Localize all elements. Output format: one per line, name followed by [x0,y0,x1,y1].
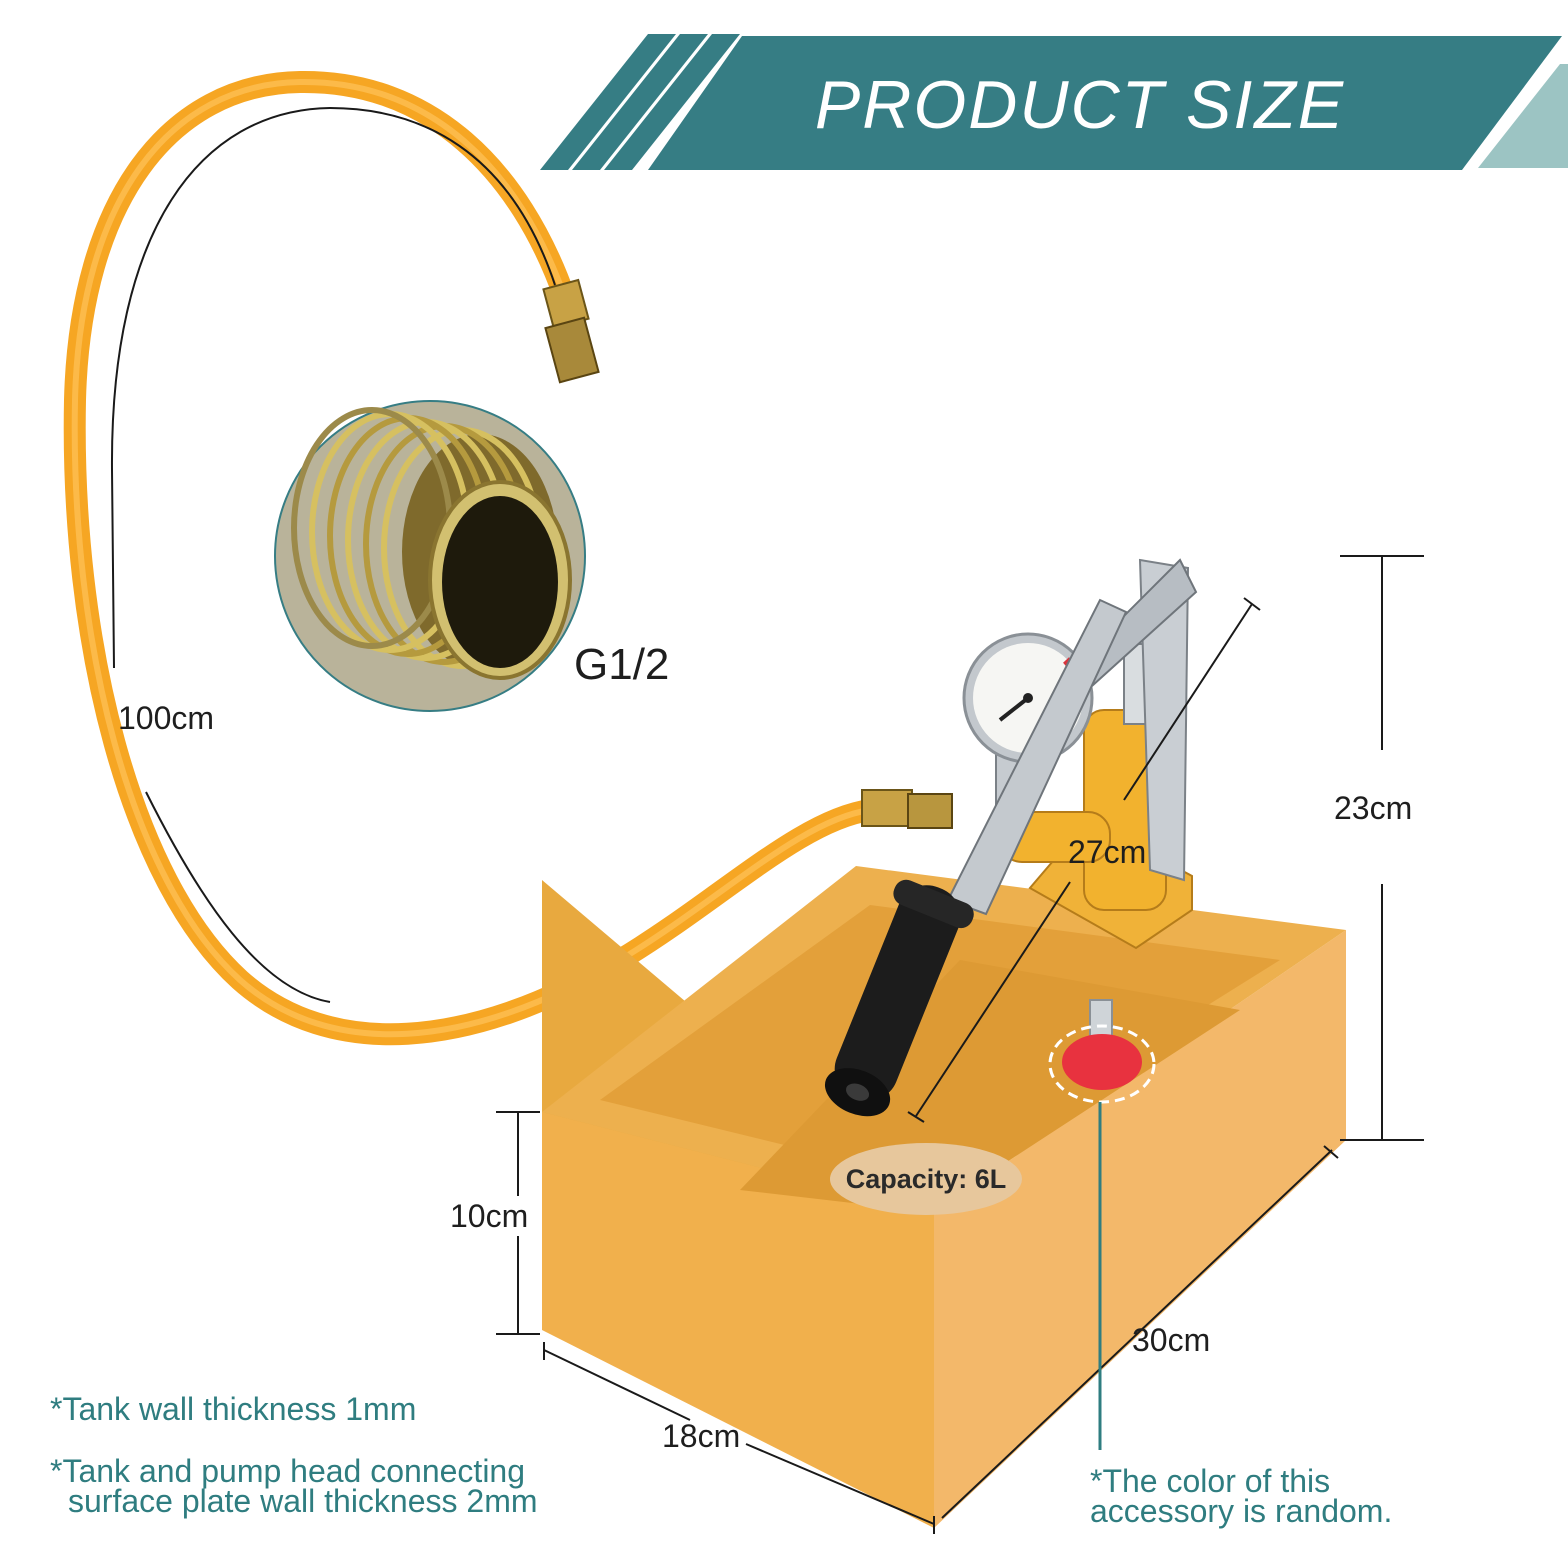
thread-detail [274,400,586,712]
dim-27-tick [1243,597,1261,611]
tank-width-label: 18cm [662,1418,741,1454]
page-title: PRODUCT SIZE [814,67,1346,143]
capacity-badge: Capacity: 6L [830,1143,1022,1215]
thread-rings [291,407,572,680]
dim-18-line [543,1349,691,1421]
dim-30-tick [1323,1145,1339,1159]
tank [542,866,1346,1528]
knob-highlight-ring [1048,1024,1156,1104]
dimension-lines [496,555,1424,1534]
tank-height-label: 10cm [450,1198,529,1234]
accessory-note-line1: *The color of this [1090,1463,1331,1499]
hose-fitting [861,789,913,827]
banner-stripe [540,34,676,170]
tank-side-wall [934,930,1346,1528]
hose-length-label: 100cm [118,700,215,736]
tank-floor [740,960,1240,1212]
gauge-needle [998,696,1030,722]
tank-length-label: 30cm [1132,1322,1211,1358]
banner-accent [1478,64,1568,168]
dim-27-line [1123,603,1253,801]
banner-stripe [604,34,740,170]
plate-thickness-note-line2: surface plate wall thickness 2mm [68,1483,538,1519]
tank-front-wall [542,1112,934,1528]
banner-bar [648,36,1562,170]
header-banner [540,34,1568,170]
handle-length-label: 27cm [1068,834,1147,870]
lever-rod [946,598,1128,916]
dim-18-line [745,1443,935,1525]
gauge-hub [1023,693,1033,703]
pump [824,558,1198,1117]
dim-30-line [941,1149,1333,1519]
wall-thickness-note: *Tank wall thickness 1mm [50,1391,417,1427]
dim-27-tick [907,1111,925,1123]
pump-height-label: 23cm [1334,790,1413,826]
hose-dimension-line [110,106,556,669]
accessory-note-line2: accessory is random. [1090,1493,1393,1529]
lever-grip [824,879,974,1117]
hose-dimension-line [145,791,331,1003]
valve-knob [1062,1034,1142,1090]
hose-connector [544,316,600,384]
plate-thickness-note-line1: *Tank and pump head connecting [50,1453,526,1489]
banner-stripe [572,34,708,170]
thread-size-label: G1/2 [574,640,670,689]
hose-connector [907,793,953,829]
dim-27-line [915,881,1071,1117]
